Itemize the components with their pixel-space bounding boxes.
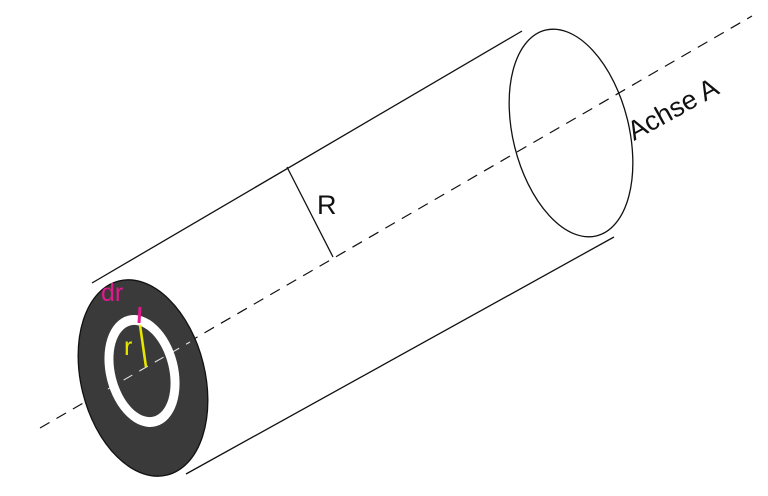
cylinder-back-ellipse	[508, 28, 634, 238]
radius-R-line	[286, 166, 334, 258]
label-R: R	[317, 190, 337, 220]
axis-a-front-segment	[107, 341, 191, 390]
label-dr: dr	[101, 279, 123, 307]
r-marker	[138, 324, 148, 368]
cylinder-top-edge	[91, 30, 523, 284]
inner-core	[113, 324, 171, 418]
dr-marker	[137, 306, 142, 324]
cylinder-bottom-edge	[185, 236, 615, 475]
label-axis-a: Achse A	[622, 72, 723, 146]
label-r: r	[124, 333, 132, 361]
